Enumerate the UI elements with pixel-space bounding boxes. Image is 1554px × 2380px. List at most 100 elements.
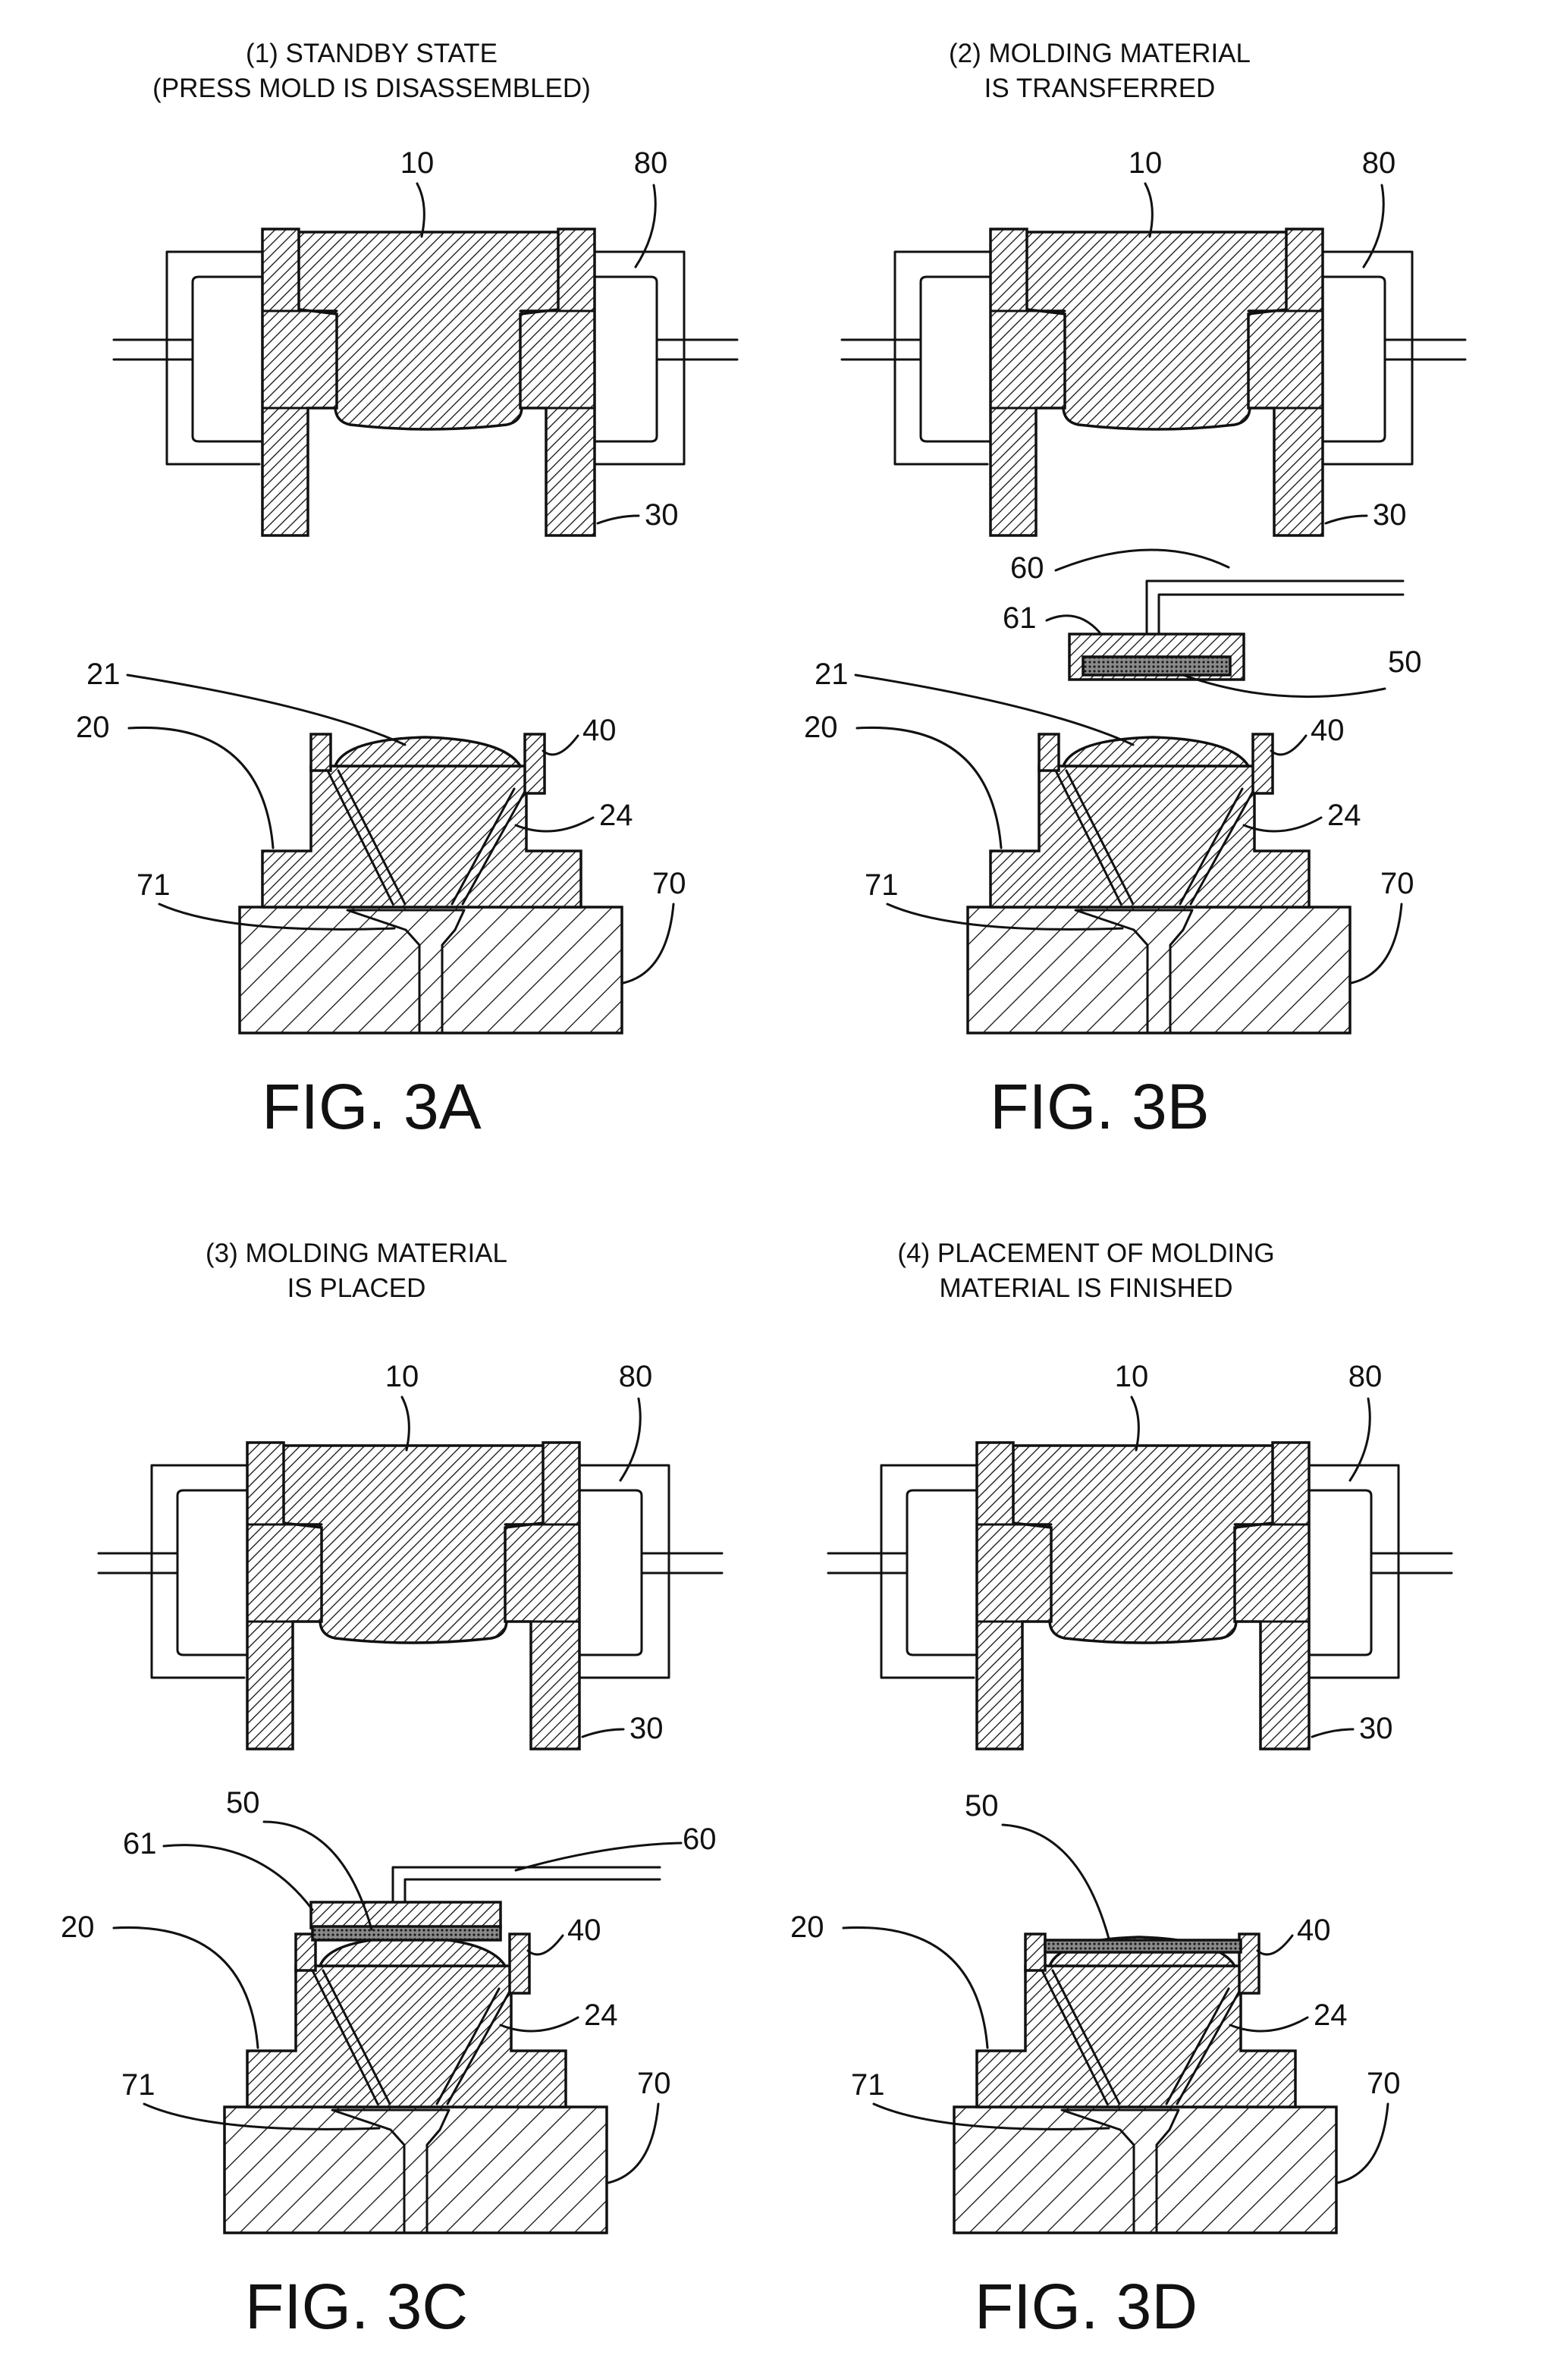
sleeve-40-left — [311, 734, 331, 771]
leader-80 — [1364, 185, 1383, 267]
caption-line-2: IS TRANSFERRED — [984, 74, 1216, 103]
callout-60: 60 — [683, 1823, 717, 1856]
figure-label: FIG. 3C — [245, 2271, 468, 2342]
leader-70 — [1352, 904, 1402, 983]
callout-61: 61 — [123, 1827, 157, 1860]
frame-80-left — [167, 252, 261, 464]
upper-assembly: 108030 — [842, 146, 1465, 535]
leader-30 — [598, 516, 639, 523]
leader-40 — [1257, 1936, 1292, 1955]
leader-61 — [1047, 616, 1100, 633]
upper-assembly: 108030 — [99, 1360, 722, 1749]
callout-40: 40 — [1311, 714, 1345, 747]
leader-30 — [1326, 516, 1367, 523]
callout-71: 71 — [137, 868, 171, 902]
callout-10: 10 — [385, 1360, 419, 1393]
frame-80-left-inner — [177, 1490, 246, 1655]
adsorption-hand-61: 606150 — [1003, 550, 1422, 697]
leader-80 — [1350, 1399, 1370, 1480]
pipe-right — [1371, 1553, 1452, 1573]
callout-30: 30 — [629, 1712, 664, 1745]
pipe-left — [842, 340, 921, 360]
caption-line-2: MATERIAL IS FINISHED — [940, 1273, 1233, 1303]
callout-20: 20 — [804, 711, 838, 744]
callout-70: 70 — [652, 867, 686, 900]
callout-30: 30 — [645, 498, 679, 532]
hand-body — [311, 1902, 501, 1928]
leader-30 — [1312, 1729, 1353, 1737]
panel-fig-3C: (3) MOLDING MATERIALIS PLACED10803071702… — [61, 1239, 722, 2342]
frame-80-left-inner — [907, 1490, 975, 1655]
leader-10 — [1145, 184, 1152, 237]
pipe-right — [642, 1553, 722, 1573]
callout-80: 80 — [634, 146, 668, 180]
callout-61: 61 — [1003, 601, 1037, 635]
molding-material-50 — [1045, 1940, 1241, 1952]
leader-20 — [114, 1927, 258, 2048]
panel-fig-3B: (2) MOLDING MATERIALIS TRANSFERRED108030… — [804, 39, 1465, 1142]
frame-80-left — [881, 1465, 975, 1678]
callout-20: 20 — [61, 1911, 95, 1944]
callout-50: 50 — [1388, 645, 1422, 679]
callout-80: 80 — [1362, 146, 1396, 180]
callout-10: 10 — [1115, 1360, 1149, 1393]
molding-material-50 — [1083, 657, 1230, 675]
callout-40: 40 — [582, 714, 617, 747]
upper-assembly: 10 80 30 — [114, 146, 737, 535]
callout-24: 24 — [1327, 799, 1361, 832]
callout-24: 24 — [1314, 1999, 1348, 2032]
callout-20: 20 — [790, 1911, 824, 1944]
callout-24: 24 — [599, 799, 633, 832]
molding-surface-21 — [1063, 737, 1248, 766]
frame-80-right — [1304, 1465, 1399, 1678]
sleeve-40-left — [1039, 734, 1059, 771]
leader-40 — [528, 1936, 563, 1955]
pipe-right — [657, 340, 737, 360]
callout-10: 10 — [1129, 146, 1163, 180]
caption-line-1: (3) MOLDING MATERIAL — [206, 1239, 507, 1268]
caption-line-2: (PRESS MOLD IS DISASSEMBLED) — [152, 74, 591, 103]
frame-80-right-inner — [576, 1490, 642, 1655]
callout-50: 50 — [965, 1789, 999, 1823]
leader-40 — [1271, 736, 1306, 755]
adsorption-hand-61: 605061 — [123, 1786, 717, 1940]
caption-line-1: (1) STANDBY STATE — [246, 39, 498, 68]
callout-10: 10 — [400, 146, 435, 180]
pipe-left — [114, 340, 193, 360]
callout-21: 21 — [815, 658, 849, 691]
leader-20 — [843, 1927, 987, 2048]
sleeve-40-right — [525, 734, 545, 793]
callout-70: 70 — [637, 2067, 671, 2100]
leader-20 — [129, 727, 273, 848]
frame-80-left — [152, 1465, 246, 1678]
callout-80: 80 — [1348, 1360, 1383, 1393]
panel-fig-3A: (1) STANDBY STATE (PRESS MOLD IS DISASSEM… — [76, 39, 737, 1142]
leader-70 — [608, 2104, 658, 2183]
callout-71: 71 — [865, 868, 899, 902]
sleeve-40-right — [510, 1934, 529, 1993]
base-70 — [240, 907, 622, 1033]
leader-80 — [620, 1399, 640, 1480]
pipe-right — [1385, 340, 1465, 360]
leader-60 — [1056, 550, 1229, 570]
leader-61 — [164, 1845, 312, 1910]
frame-80-left-inner — [193, 277, 261, 441]
pipe-left — [828, 1553, 907, 1573]
frame-80-right — [575, 1465, 669, 1678]
callout-40: 40 — [567, 1914, 601, 1947]
frame-80-left — [895, 252, 989, 464]
frame-80-right — [1318, 252, 1412, 464]
molding-material-50 — [312, 1926, 501, 1940]
suction-pipe-60 — [393, 1867, 660, 1902]
caption-line-1: (4) PLACEMENT OF MOLDING — [897, 1239, 1274, 1268]
leader-10 — [1132, 1397, 1138, 1450]
upper-assembly: 108030 — [828, 1360, 1452, 1749]
leader-40 — [543, 736, 578, 755]
callout-40: 40 — [1297, 1914, 1331, 1947]
suction-pipe-60 — [1147, 581, 1403, 634]
leader-21 — [855, 675, 1133, 745]
base-70 — [954, 2107, 1336, 2233]
callout-71: 71 — [851, 2068, 885, 2102]
figure-label: FIG. 3D — [975, 2271, 1198, 2342]
callout-71: 71 — [121, 2068, 155, 2102]
